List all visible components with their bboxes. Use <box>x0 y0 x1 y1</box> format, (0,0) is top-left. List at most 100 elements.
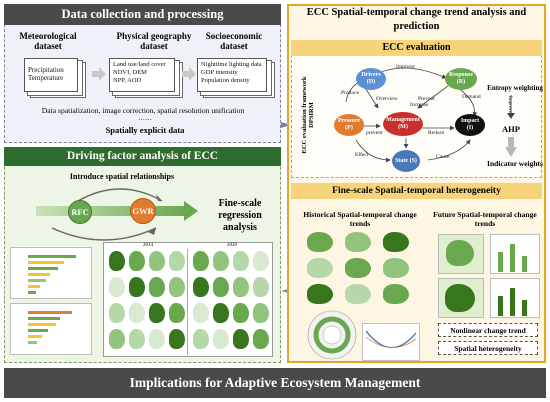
map-thumbnail <box>109 251 125 271</box>
evaluation-title: ECC evaluation <box>291 40 542 56</box>
dataset-heading-meteorological: Meteorological dataset <box>19 31 77 51</box>
edge-label: Prevent <box>418 96 435 102</box>
arrow-right-icon <box>92 67 106 81</box>
chart-bar <box>28 291 36 294</box>
historical-map <box>345 232 371 252</box>
chart-bar <box>28 285 40 288</box>
processing-text: Data spatialization, image correction, s… <box>41 106 245 115</box>
arrow-down-icon <box>505 137 517 157</box>
processing-dots: …… <box>138 114 152 122</box>
trend-curve-chart <box>362 323 420 361</box>
edge-label: Improve <box>396 64 415 70</box>
map-thumbnail <box>233 303 249 323</box>
historical-map <box>345 258 371 278</box>
curve-arrow <box>51 227 157 241</box>
historical-map <box>307 258 333 278</box>
map-thumbnail <box>233 329 249 349</box>
map-thumbnail <box>129 277 145 297</box>
map-thumbnail <box>193 329 209 349</box>
year-label: 2020 <box>227 243 237 248</box>
dataset-item: NDVI, DEM <box>113 69 147 76</box>
chart-bar <box>510 244 515 272</box>
edge-label: Reduce <box>428 130 445 136</box>
map-thumbnail <box>193 303 209 323</box>
dataset-item: Precipitation <box>28 66 64 74</box>
chart-bar <box>498 296 503 316</box>
chart-bar <box>28 311 72 314</box>
map-thumbnail <box>253 303 269 323</box>
chart-bar <box>28 273 50 276</box>
map-thumbnail <box>149 303 165 323</box>
response-node: Response (R) <box>445 68 477 90</box>
map-thumbnail <box>253 329 269 349</box>
gwr-label: GWR <box>132 205 154 216</box>
chart-bar <box>28 323 56 326</box>
radial-chart <box>307 310 357 360</box>
gwr-node: GWR <box>130 198 156 224</box>
chart-bar <box>522 256 527 272</box>
map-thumbnail <box>149 329 165 349</box>
dataset-heading-socioeconomic: Socioeconomic dataset <box>205 31 263 51</box>
historical-map <box>345 284 371 304</box>
dataset-item: Land use/land cover <box>113 61 166 68</box>
map-thumbnail <box>129 303 145 323</box>
edge-label: prevent <box>366 130 383 136</box>
pressure-label: Pressure (P) <box>337 118 361 131</box>
meteorological-doc: Precipitation Temperature <box>24 58 78 92</box>
fine-scale-regression-label: Fine-scale regression analysis <box>218 198 262 233</box>
chart-bar <box>28 335 42 338</box>
ahp-label: AHP <box>502 124 520 134</box>
chart-bar <box>28 261 64 264</box>
impact-label: Impact (I) <box>460 118 480 131</box>
socioeconomic-doc: Nighttime lighting data GDP intensity Po… <box>197 58 267 92</box>
spatial-data-label: Spatially explicit data <box>105 125 185 135</box>
physical-doc: Land use/land cover NDVI, DEM NPP, AOD <box>109 58 175 92</box>
map-thumbnail <box>193 251 209 271</box>
chart-bar <box>522 300 527 316</box>
map-thumbnail <box>149 251 165 271</box>
rfc-node: RFC <box>68 200 92 224</box>
map-thumbnail <box>213 277 229 297</box>
chart-bar <box>28 267 58 270</box>
indicator-weights-label: Indicator weights <box>487 159 543 168</box>
dataset-item: Population density <box>201 77 250 84</box>
dataset-item: GDP intensity <box>201 69 238 76</box>
map-thumbnail <box>149 277 165 297</box>
dataset-heading-physical: Physical geography dataset <box>116 31 192 51</box>
historical-trends-label: Historical Spatial-temporal change trend… <box>303 210 417 228</box>
map-thumbnail <box>213 329 229 349</box>
edge-label: Increase <box>410 102 429 108</box>
map-thumbnail <box>233 251 249 271</box>
regression-band <box>36 206 186 216</box>
edge-label: Produce <box>341 90 360 96</box>
map-thumbnail <box>253 251 269 271</box>
data-panel-title: Data collection and processing <box>4 4 281 25</box>
footer-banner: Implications for Adaptive Ecosystem Mana… <box>4 368 546 398</box>
historical-map <box>307 232 333 252</box>
state-label: State (S) <box>395 157 417 164</box>
grid-divider <box>187 249 188 355</box>
chart-bar <box>28 255 76 258</box>
relationship-label: Introduce spatial relationships <box>69 172 175 181</box>
chart-bar <box>28 329 48 332</box>
historical-map <box>383 284 409 304</box>
edge-label: Cause <box>436 154 450 160</box>
chart-bar <box>28 317 60 320</box>
chart-bar <box>498 252 503 272</box>
state-node: State (S) <box>392 150 420 172</box>
map-thumbnail <box>169 277 185 297</box>
chart-bar <box>28 341 37 344</box>
map-thumbnail <box>109 329 125 349</box>
entropy-weighting-label: Entropy weighting <box>487 84 543 92</box>
map-thumbnail <box>109 277 125 297</box>
edge-label: Overview <box>376 96 398 102</box>
regression-arrow-head <box>184 201 198 221</box>
drivers-node: Drivers (D) <box>356 68 386 90</box>
arrow-down-icon <box>507 95 515 119</box>
dataset-item: Temperature <box>28 74 64 82</box>
impact-node: Impact (I) <box>455 114 485 136</box>
management-label: Management (M) <box>386 117 420 130</box>
historical-map <box>307 284 333 304</box>
future-map-region <box>446 240 474 266</box>
driving-panel-title: Driving factor analysis of ECC <box>4 147 281 166</box>
